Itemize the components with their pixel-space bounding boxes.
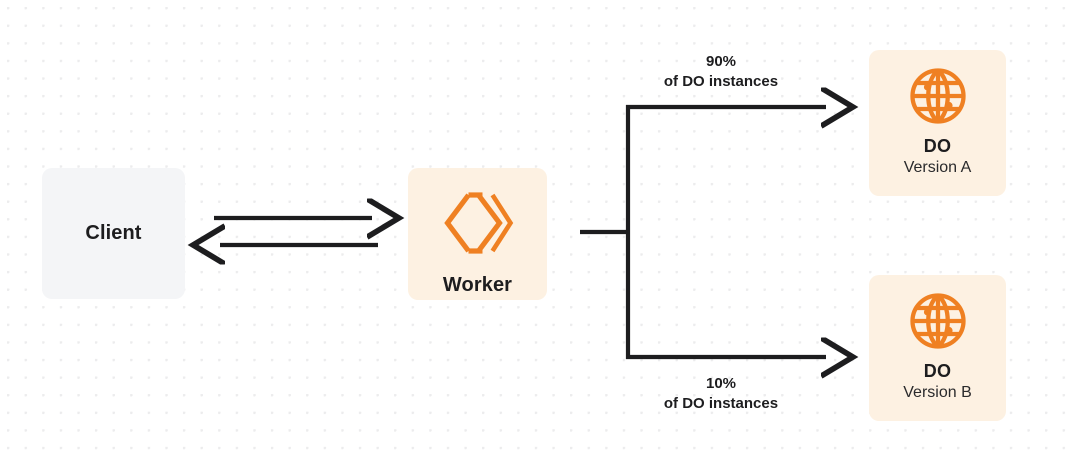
node-client[interactable]: Client xyxy=(42,168,185,299)
node-do-b-version: Version B xyxy=(903,384,972,401)
node-worker-label: Worker xyxy=(442,274,513,296)
edge-label-do-a: 90% of DO instances xyxy=(606,52,836,92)
edge-label-do-b-percent: 10% xyxy=(705,375,737,392)
durable-object-globe-icon xyxy=(908,66,968,126)
node-do-a-label: DO xyxy=(923,136,952,156)
node-client-label: Client xyxy=(85,222,142,244)
edge-label-do-a-percent: 90% xyxy=(705,53,737,70)
edge-label-do-a-text: of DO instances xyxy=(663,72,779,90)
durable-object-globe-icon xyxy=(908,291,968,351)
edge-label-do-b-text: of DO instances xyxy=(663,394,779,412)
node-do-a-version: Version A xyxy=(903,159,972,176)
node-do-version-b[interactable]: DO Version B xyxy=(869,275,1006,421)
edge-label-do-b: 10% of DO instances xyxy=(606,374,836,414)
node-worker[interactable]: Worker xyxy=(408,168,547,300)
node-do-version-a[interactable]: DO Version A xyxy=(869,50,1006,196)
node-do-b-label: DO xyxy=(923,361,952,381)
cloudflare-workers-icon xyxy=(442,190,514,256)
